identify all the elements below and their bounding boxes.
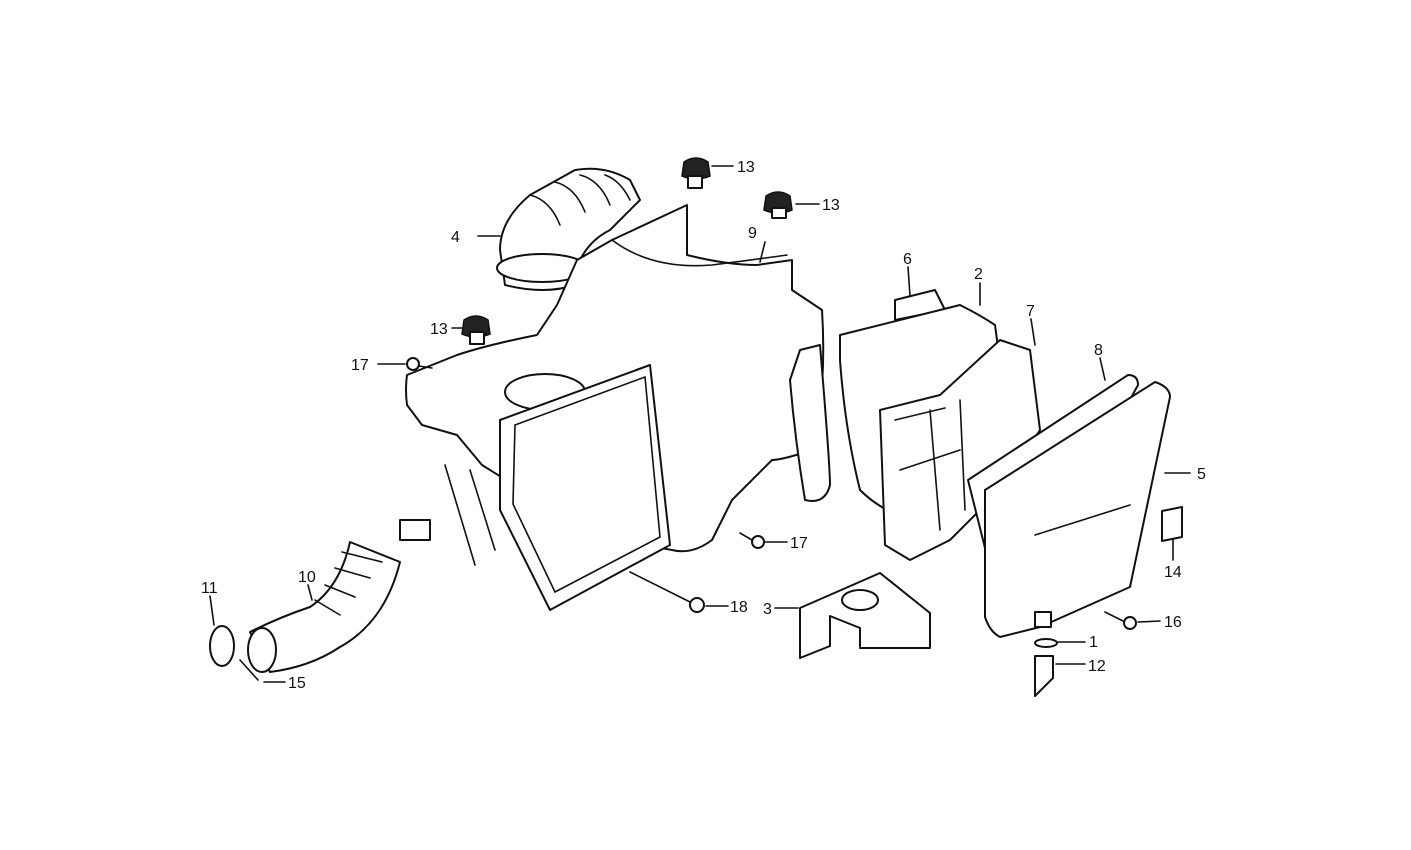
callout-2: 2: [974, 266, 983, 283]
callout-15: 15: [288, 675, 306, 692]
part-3-foam-block: [774, 572, 931, 659]
part-17-screw-right: [739, 532, 788, 549]
callout-18: 18: [730, 599, 748, 616]
callout-7: 7: [1026, 303, 1035, 320]
callout-3: 3: [763, 601, 772, 618]
callout-5: 5: [1197, 466, 1206, 483]
callout-labels: 13 13 13 4 9 6 2 7 8 5 14 16 1 12 3 18 1…: [201, 159, 1206, 692]
callout-4: 4: [451, 229, 460, 246]
part-10-connecting-boot: [247, 541, 401, 673]
part-4-intake-duct: [477, 167, 641, 291]
callout-17: 17: [351, 357, 369, 374]
part-16-bolt: [1104, 611, 1161, 630]
callout-12: 12: [1088, 658, 1106, 675]
part-11-hose-clamp: [209, 595, 235, 667]
part-14-label: [1161, 506, 1183, 561]
part-15-screw: [239, 659, 286, 683]
part-13-grommet-right: [763, 191, 820, 219]
callout-13: 13: [430, 321, 448, 338]
callout-17: 17: [790, 535, 808, 552]
callout-1: 1: [1089, 634, 1098, 651]
callout-9: 9: [748, 225, 757, 242]
callout-13: 13: [737, 159, 755, 176]
part-13-grommet-top: [681, 157, 734, 189]
leader-9: [759, 241, 766, 263]
part-18-bolt: [629, 571, 729, 613]
part-9-air-cleaner-case: [399, 204, 825, 611]
part-17-screw-left: [377, 357, 433, 371]
callout-16: 16: [1164, 614, 1182, 631]
callout-10: 10: [298, 569, 316, 586]
callout-11: 11: [201, 580, 218, 597]
callout-8: 8: [1094, 342, 1103, 359]
part-5-cover: [984, 381, 1191, 638]
part-12-drain-tube: [1034, 655, 1086, 697]
callout-6: 6: [903, 251, 912, 268]
part-1-clip: [1034, 638, 1086, 648]
callout-13: 13: [822, 197, 840, 214]
part-13-grommet-left: [451, 315, 491, 345]
callout-14: 14: [1164, 564, 1182, 581]
